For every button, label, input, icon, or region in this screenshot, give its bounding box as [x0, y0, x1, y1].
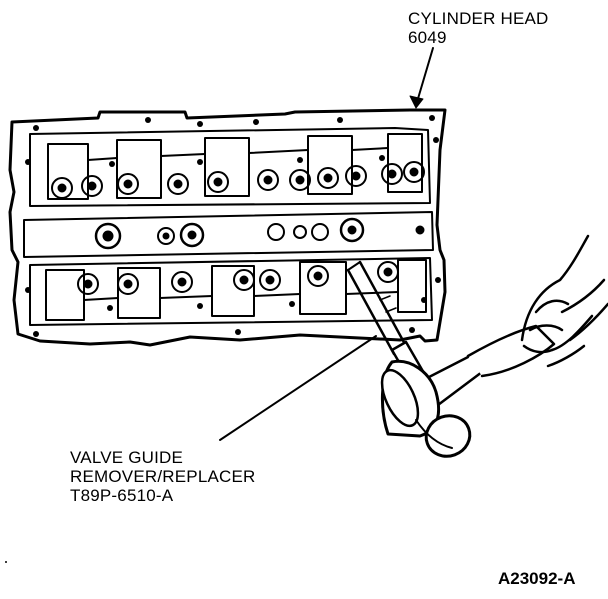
upper-gallery: [29, 127, 431, 207]
upper-valve-springs: [51, 161, 425, 199]
cylinder-head-callout: CYLINDER HEAD 6049: [408, 9, 549, 47]
tool-name-line1: VALVE GUIDE: [70, 448, 184, 467]
camshaft-bolts: [94, 217, 425, 250]
speck: [5, 561, 7, 563]
tool-part-number: T89P-6510-A: [70, 486, 174, 505]
lower-gallery: [29, 257, 433, 326]
hand: [520, 234, 608, 368]
tool-leader-line: [219, 335, 377, 441]
tool-callout: VALVE GUIDE REMOVER/REPLACER T89P-6510-A: [70, 448, 256, 505]
cylinder-head-outline: [8, 108, 447, 347]
cylinder-head-part-number: 6049: [408, 28, 447, 47]
lower-valve-springs: [77, 261, 399, 295]
mallet: [380, 324, 556, 458]
lower-rocker-bridges: [45, 259, 427, 321]
tool-name-line2: REMOVER/REPLACER: [70, 467, 256, 486]
figure-id: A23092-A: [498, 569, 576, 588]
camshaft-channel: [23, 211, 434, 258]
cylinder-head-leader-arrow: [409, 47, 434, 109]
head-bolts: [25, 115, 441, 337]
upper-rocker-bridges: [47, 133, 423, 200]
cylinder-head-name: CYLINDER HEAD: [408, 9, 549, 28]
